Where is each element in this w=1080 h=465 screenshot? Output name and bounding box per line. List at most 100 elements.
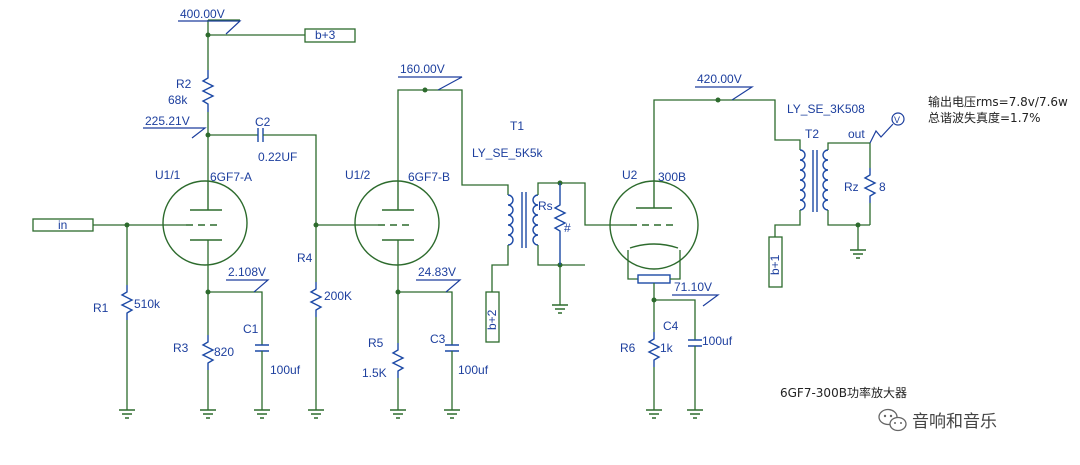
u12-name: U1/2 bbox=[345, 168, 371, 182]
c1-name: C1 bbox=[243, 322, 259, 336]
stage3: U2 300B 420.00V 71.10V R6 1k C4 100uf bbox=[606, 72, 801, 419]
capacitor-c3 bbox=[445, 344, 459, 352]
r3-value: 820 bbox=[214, 345, 234, 359]
probe-225 bbox=[143, 127, 207, 139]
c4-value: 100uf bbox=[702, 334, 733, 348]
wire-to-c4 bbox=[654, 299, 696, 340]
wire-to-c3 bbox=[398, 291, 453, 345]
t1-primary-coil bbox=[507, 194, 514, 246]
port-b2-label: b+2 bbox=[485, 309, 499, 330]
wire-filament-right bbox=[670, 250, 681, 280]
schematic-title: 6GF7-300B功率放大器 bbox=[780, 385, 907, 400]
r4-value: 200K bbox=[324, 289, 352, 303]
resistor-rz bbox=[863, 168, 877, 203]
rs-mark: # bbox=[564, 221, 571, 235]
wire-t1-secondary-bottom bbox=[537, 245, 585, 266]
watermark-text: 音响和音乐 bbox=[912, 412, 997, 432]
resistor-r4 bbox=[309, 282, 323, 317]
u12-type: 6GF7-B bbox=[408, 170, 450, 184]
filament-resistor bbox=[637, 274, 671, 284]
u11-type: 6GF7-A bbox=[210, 170, 252, 184]
wire-filament-left bbox=[627, 250, 638, 280]
wire-c2-to-grid2 bbox=[263, 134, 317, 225]
r6-name: R6 bbox=[620, 341, 636, 355]
wire-t2-secondary-top bbox=[827, 142, 870, 150]
r1-value: 510k bbox=[134, 297, 161, 311]
r3-name: R3 bbox=[173, 341, 189, 355]
resistor-r1 bbox=[120, 285, 134, 320]
r4-name: R4 bbox=[297, 251, 313, 265]
capacitor-c2 bbox=[257, 128, 264, 142]
ground-icon bbox=[254, 409, 270, 419]
node-voltage-2108: 2.108V bbox=[228, 265, 266, 279]
wire-t1-primary-top bbox=[490, 184, 509, 195]
t2-type: LY_SE_3K508 bbox=[787, 102, 865, 116]
out-probe-arrow bbox=[869, 123, 894, 144]
voltmeter-glyph-icon: V bbox=[894, 115, 900, 125]
out-label: out bbox=[848, 127, 865, 141]
resistor-r6 bbox=[647, 332, 661, 367]
stage1: b+3 400.00V R2 68k 225.21V C2 0.22UF U1/… bbox=[32, 7, 356, 419]
capacitor-c1 bbox=[255, 344, 269, 352]
rz-value: 8 bbox=[879, 180, 886, 194]
port-in-label: in bbox=[58, 218, 67, 232]
port-b3: b+3 bbox=[304, 28, 356, 43]
transformer-t2: LY_SE_3K508 T2 b+1 Rz 8 out V bbox=[768, 102, 905, 288]
wire-t2-primary-bottom bbox=[774, 210, 801, 237]
ground-icon bbox=[119, 409, 135, 419]
probe-400 bbox=[178, 20, 242, 35]
watermark: 音响和音乐 bbox=[878, 408, 997, 432]
voltmeter-icon bbox=[891, 112, 905, 126]
ground-icon bbox=[444, 409, 460, 419]
wechat-icon bbox=[878, 408, 907, 432]
r6-value: 1k bbox=[660, 341, 674, 355]
resistor-r2 bbox=[201, 70, 215, 112]
r2-name: R2 bbox=[176, 77, 192, 91]
stage2: R4 200K U1/2 6GF7-B 160.00V 24.83V R5 1.… bbox=[297, 62, 490, 419]
u2-name: U2 bbox=[622, 168, 638, 182]
node-voltage-2483: 24.83V bbox=[418, 265, 456, 279]
t2-name: T2 bbox=[805, 127, 819, 141]
resistor-r3 bbox=[201, 335, 215, 370]
ground-icon bbox=[850, 249, 866, 259]
node-voltage-400: 400.00V bbox=[180, 7, 225, 21]
probe-160 bbox=[398, 76, 463, 91]
ground-icon bbox=[687, 409, 703, 419]
port-b2: b+2 bbox=[485, 291, 500, 343]
port-b1-label: b+1 bbox=[768, 254, 782, 275]
resistor-rs bbox=[553, 183, 567, 265]
u11-name: U1/1 bbox=[155, 168, 181, 182]
port-b1: b+1 bbox=[768, 236, 783, 288]
triode-u11 bbox=[162, 180, 248, 266]
r2-value: 68k bbox=[168, 93, 188, 107]
r1-name: R1 bbox=[93, 301, 109, 315]
t1-secondary-coil bbox=[532, 194, 539, 246]
node-voltage-225: 225.21V bbox=[145, 114, 190, 128]
wire-t1-secondary-top bbox=[537, 182, 606, 226]
t1-type: LY_SE_5K5k bbox=[472, 146, 543, 160]
u2-type: 300B bbox=[658, 170, 686, 184]
t1-name: T1 bbox=[510, 119, 524, 133]
port-b3-label: b+3 bbox=[315, 28, 336, 42]
c4-name: C4 bbox=[663, 319, 679, 333]
c2-name: C2 bbox=[255, 115, 271, 129]
note-output-voltage: 输出电压rms=7.8v/7.6w bbox=[928, 94, 1068, 109]
triode-u12 bbox=[354, 180, 440, 266]
t2-primary-coil bbox=[799, 149, 806, 211]
wire-to-c1 bbox=[208, 291, 263, 345]
node-voltage-7110: 71.10V bbox=[674, 280, 712, 294]
resistor-r5 bbox=[391, 343, 405, 378]
probe-2483 bbox=[416, 279, 462, 293]
ground-icon bbox=[646, 409, 662, 419]
rs-name: Rs bbox=[538, 199, 553, 213]
junction-dot bbox=[422, 87, 428, 93]
ground-icon bbox=[308, 409, 324, 419]
probe-7110 bbox=[672, 294, 720, 307]
c1-value: 100uf bbox=[270, 363, 301, 377]
wire-t2-secondary-bottom bbox=[827, 210, 870, 226]
t2-core bbox=[812, 150, 818, 212]
transformer-t1: T1 LY_SE_5K5k b+2 Rs # bbox=[472, 119, 606, 343]
wire-u12-plate bbox=[397, 89, 490, 186]
ground-icon bbox=[200, 409, 216, 419]
